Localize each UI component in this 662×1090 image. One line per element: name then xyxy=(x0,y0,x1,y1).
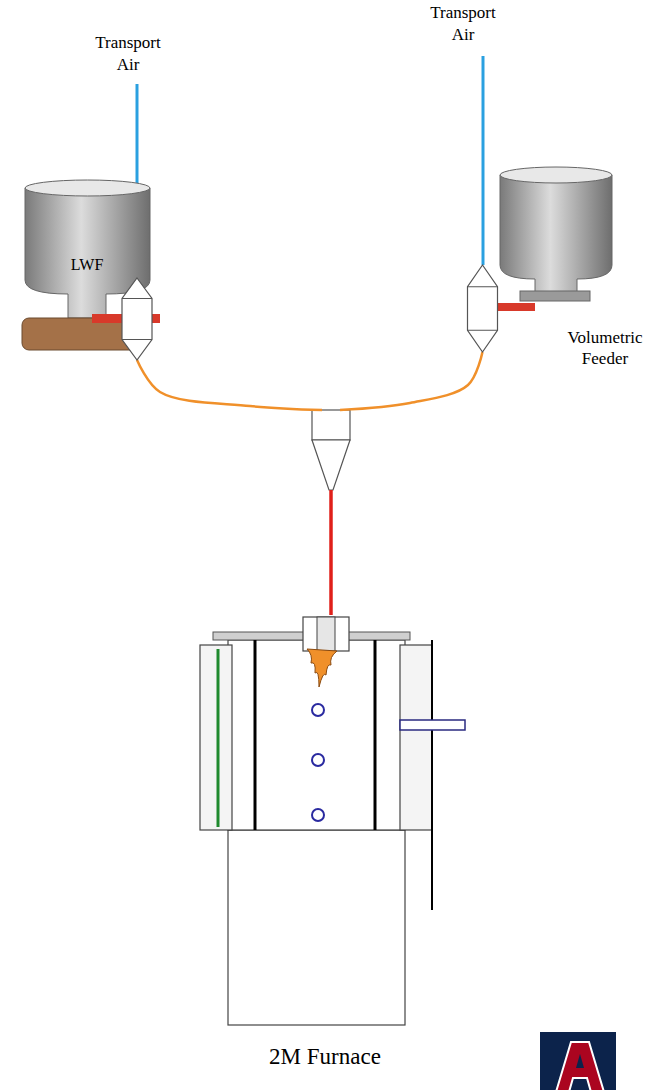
hopper-label: LWF xyxy=(57,255,117,275)
diagram-node: Volumetric Feeder xyxy=(465,165,615,352)
node-illustration xyxy=(195,615,470,1030)
collector-funnel xyxy=(312,410,350,490)
diagram-node: 2M Furnace xyxy=(195,615,470,1030)
fuel-line xyxy=(330,490,333,615)
university-logo xyxy=(540,1032,616,1090)
eductor xyxy=(122,278,152,360)
transport-line xyxy=(340,352,483,410)
air-line xyxy=(482,56,485,265)
feed-line xyxy=(331,352,483,615)
feed-line xyxy=(137,360,331,615)
furnace-caption: 2M Furnace xyxy=(215,1043,435,1072)
hopper-rim xyxy=(500,167,612,183)
feeder-label: Volumetric Feeder xyxy=(551,327,659,370)
furnace-drawing xyxy=(200,617,465,1025)
diagram-node: LWF xyxy=(20,180,160,360)
feeder-base xyxy=(520,291,590,301)
air-label: Transport Air xyxy=(88,32,168,76)
hopper-body xyxy=(500,175,612,293)
hopper-rim xyxy=(25,180,150,196)
air-label: Transport Air xyxy=(423,2,503,46)
fuel-line xyxy=(330,490,333,615)
eductor xyxy=(468,265,498,352)
transport-line xyxy=(137,360,322,410)
node-illustration xyxy=(465,165,615,352)
